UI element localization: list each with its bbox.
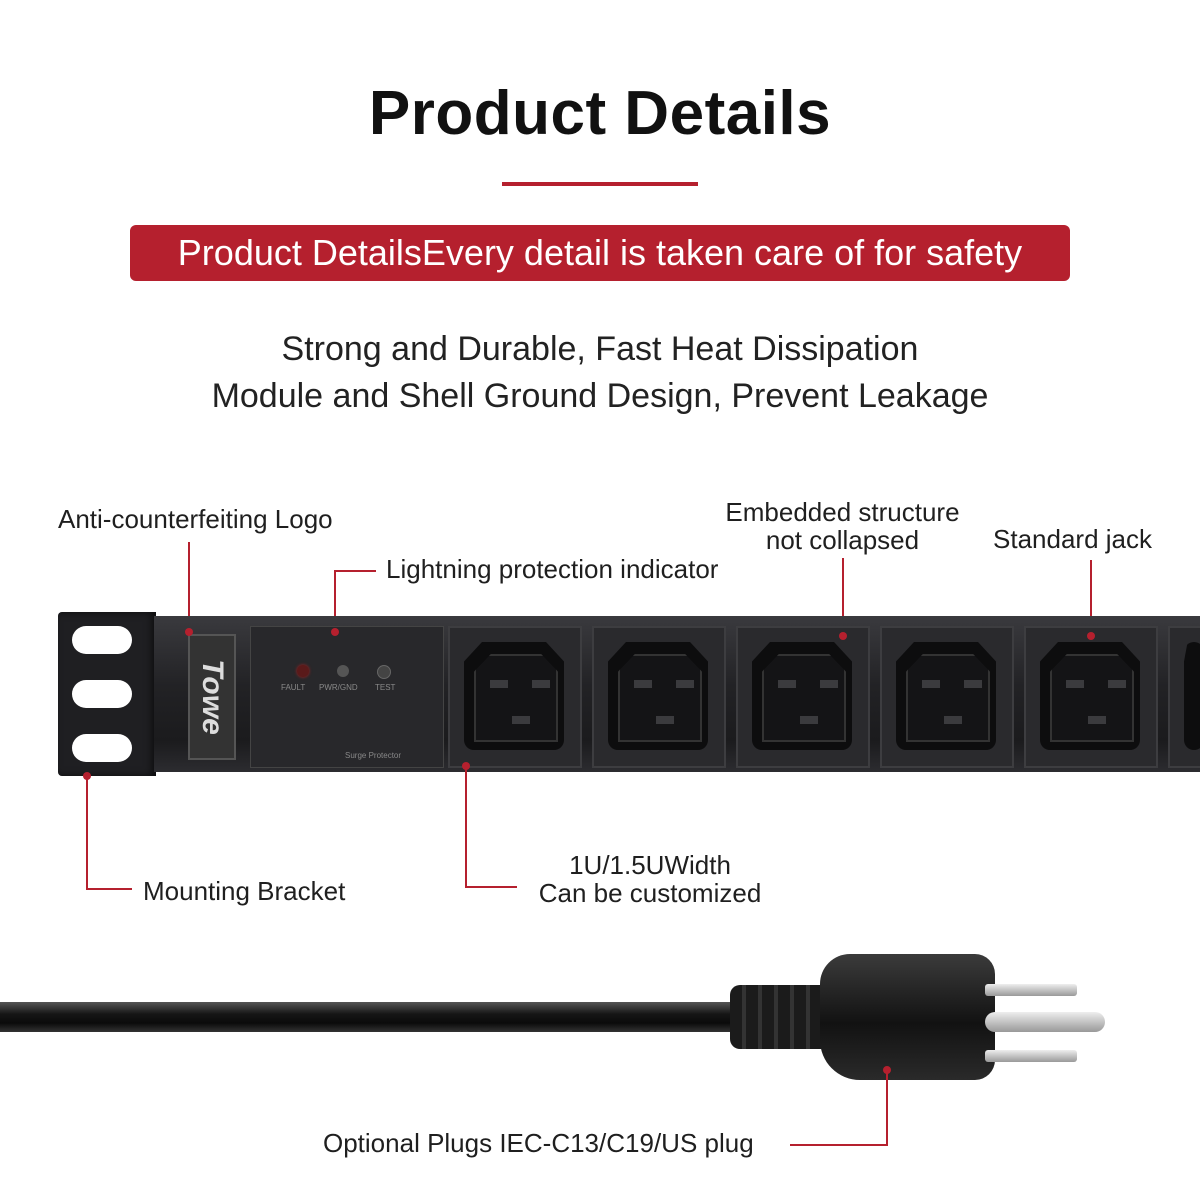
leader-plug-v: [886, 1070, 888, 1146]
leader-width-h: [465, 886, 517, 888]
leader-logo: [188, 542, 190, 632]
feature-line-1: Strong and Durable, Fast Heat Dissipatio…: [281, 330, 919, 368]
callout-width: 1U/1.5UWidth Can be customized: [538, 850, 762, 908]
brand-logo: Towe: [188, 634, 236, 760]
leader-bracket-v: [86, 776, 88, 890]
pdu-strip: Towe FAULT PWR/GND TEST Surge Protector: [58, 612, 1200, 780]
module-label: Surge Protector: [345, 751, 402, 760]
leader-width-v: [465, 766, 467, 888]
callout-embedded: Embedded structure not collapsed: [725, 497, 960, 555]
callout-bracket: Mounting Bracket: [143, 876, 346, 906]
callout-plug: Optional Plugs IEC-C13/C19/US plug: [323, 1128, 754, 1158]
fault-led: [297, 665, 309, 677]
leader-bracket-h: [86, 888, 132, 890]
leader-embedded: [842, 558, 844, 636]
leader-indicator-v: [334, 570, 336, 632]
power-cable: [0, 1002, 760, 1032]
mounting-bracket: [58, 612, 156, 776]
leader-plug-h: [790, 1144, 888, 1146]
surge-module: FAULT PWR/GND TEST Surge Protector: [250, 626, 444, 768]
plug-prong: [985, 984, 1077, 996]
title-divider: [502, 182, 698, 186]
test-button[interactable]: [377, 665, 391, 679]
feature-line-2: Module and Shell Ground Design, Prevent …: [211, 377, 989, 415]
c13-outlet: [736, 626, 870, 768]
us-plug: [820, 954, 995, 1080]
c13-outlet: [448, 626, 582, 768]
plug-prong: [985, 1050, 1077, 1062]
plug-ground-pin: [985, 1012, 1105, 1032]
led-label: TEST: [375, 683, 396, 692]
leader-indicator-h: [334, 570, 376, 572]
c13-outlet: [1024, 626, 1158, 768]
led-label: FAULT: [281, 683, 306, 692]
page-title: Product Details: [368, 79, 832, 148]
c13-outlet: [1168, 626, 1200, 768]
callout-indicator: Lightning protection indicator: [386, 554, 719, 584]
callout-logo: Anti-counterfeiting Logo: [58, 504, 333, 534]
leader-jack: [1090, 560, 1092, 636]
c13-outlet: [880, 626, 1014, 768]
bracket-slot: [72, 680, 132, 708]
callout-jack: Standard jack: [993, 524, 1152, 554]
bracket-slot: [72, 626, 132, 654]
bracket-slot: [72, 734, 132, 762]
power-led: [337, 665, 349, 677]
c13-outlet: [592, 626, 726, 768]
led-label: PWR/GND: [319, 683, 358, 692]
safety-banner: Product DetailsEvery detail is taken car…: [130, 225, 1070, 281]
